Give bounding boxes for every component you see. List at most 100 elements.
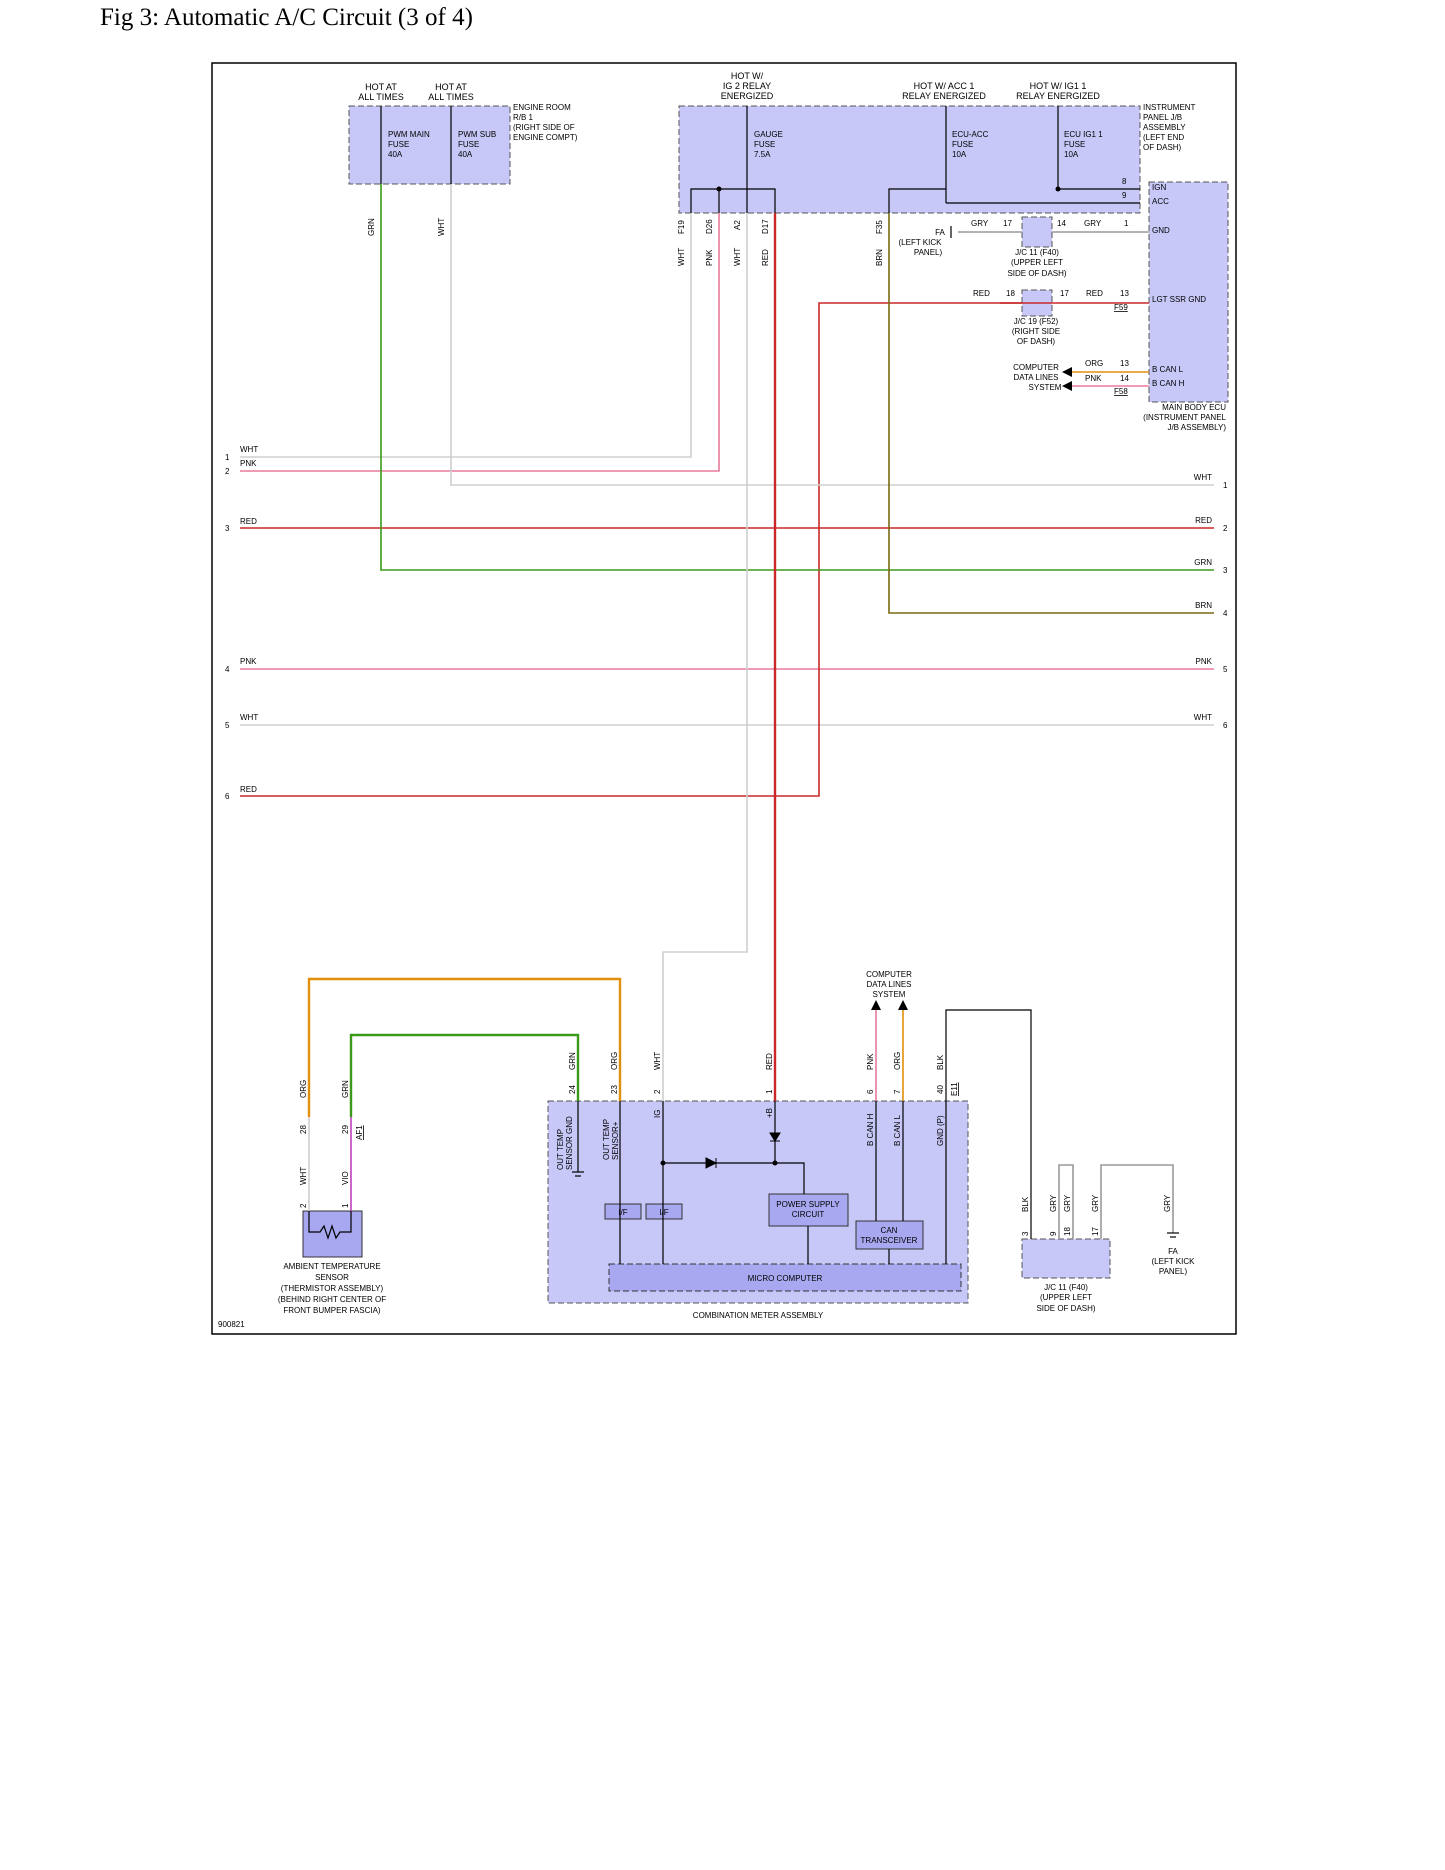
lref-6-color: RED — [240, 785, 257, 794]
ecu-can-pin-14: 14 — [1120, 374, 1129, 383]
bfa-l1: FA — [1168, 1247, 1178, 1256]
gnd-wire-gry-1: GRY — [971, 219, 989, 228]
fuse-pwm-sub-l1: PWM SUB — [458, 130, 496, 139]
fa-left-l2: (LEFT KICK — [899, 238, 943, 247]
bjc-l3: SIDE OF DASH) — [1036, 1304, 1095, 1313]
hot-all-times-2-l1: HOT AT — [435, 82, 467, 92]
can-l-arrow — [1062, 367, 1072, 377]
meter-wire-grn: GRN — [568, 1052, 577, 1070]
ipjb-l2: PANEL J/B — [1143, 113, 1182, 122]
left-ref-labels: 1 WHT 2 PNK 3 RED 4 PNK 5 WHT 6 RED — [225, 445, 258, 801]
jc19-l3: OF DASH) — [1017, 337, 1056, 346]
ecu-conn-f58: F58 — [1114, 387, 1128, 396]
meter-wire-org2: ORG — [893, 1052, 902, 1070]
lref-1-color: WHT — [240, 445, 258, 454]
rref-3-num: 3 — [1223, 566, 1228, 575]
wire-a2-wht — [662, 213, 748, 1101]
bottom-jc-labels: BLK GRY GRY GRY GRY 3 9 18 17 J/C 11 (F4… — [1021, 1194, 1195, 1313]
ecu-ign: IGN — [1152, 183, 1166, 192]
junction-dot — [716, 186, 722, 192]
right-ref-labels: 1 WHT 2 RED 3 GRN 4 BRN 5 PNK 6 WHT — [1194, 473, 1228, 730]
term-gnd-p: GND (P) — [936, 1115, 945, 1146]
ecu-name-l1: MAIN BODY ECU — [1162, 403, 1226, 412]
top-rotated-labels: F19 D26 A2 D17 F35 WHT PNK WHT RED BRN G… — [367, 218, 884, 266]
can-h-arrow — [1062, 381, 1072, 391]
jc11-pin-14: 14 — [1057, 219, 1066, 228]
meter-pin-1: 1 — [765, 1089, 774, 1094]
rref-2-color: RED — [1195, 516, 1212, 525]
fuse-gauge-l3: 7.5A — [754, 150, 771, 159]
lref-3-num: 3 — [225, 524, 230, 533]
ecu-pin-1: 1 — [1124, 219, 1129, 228]
lref-4-color: PNK — [240, 657, 257, 666]
can-wire-pnk: PNK — [1085, 374, 1102, 383]
sensor-l2: SENSOR — [315, 1273, 349, 1282]
bjc-pin-9: 9 — [1049, 1231, 1058, 1236]
sensor-l4: (BEHIND RIGHT CENTER OF — [278, 1295, 386, 1304]
sensor-wire-vio: VIO — [341, 1171, 350, 1185]
ecu-lgt-ssr-gnd: LGT SSR GND — [1152, 295, 1206, 304]
erb-l3: (RIGHT SIDE OF — [513, 123, 575, 132]
sensor-l1: AMBIENT TEMPERATURE — [283, 1262, 380, 1271]
lref-2-num: 2 — [225, 467, 230, 476]
meter-b-to-ps — [775, 1162, 805, 1194]
bfa-l2: (LEFT KICK — [1152, 1257, 1196, 1266]
jc11-l1: J/C 11 (F40) — [1015, 248, 1059, 257]
fuse-gauge-l1: GAUGE — [754, 130, 783, 139]
ipjb-l4: (LEFT END — [1143, 133, 1184, 142]
power-supply-l2: CIRCUIT — [792, 1210, 825, 1219]
ecu-acc-to-f35 — [888, 188, 946, 213]
gauge-bus — [690, 188, 776, 213]
sensor-wire-org: ORG — [299, 1080, 308, 1098]
fuse-ecu-ig1-l2: FUSE — [1064, 140, 1085, 149]
bfa-l3: PANEL) — [1159, 1267, 1188, 1276]
wire-jc-gry-1 — [1058, 1164, 1074, 1239]
sensor-l3: (THERMISTOR ASSEMBLY) — [281, 1284, 384, 1293]
bjc-wire-gry-3: GRY — [1091, 1194, 1100, 1212]
hot-ig1-l2: RELAY ENERGIZED — [1016, 91, 1100, 101]
meter-can-arrow-2 — [898, 1000, 908, 1010]
fa-left-l1: FA — [935, 228, 945, 237]
hot-ig2-l2: IG 2 RELAY — [723, 81, 771, 91]
conn-f19: F19 — [677, 220, 686, 234]
jc19-pin-18: 18 — [1006, 289, 1015, 298]
term-out-plus-l1: OUT TEMP — [602, 1119, 611, 1160]
cdl-bottom-l2: DATA LINES — [866, 980, 911, 989]
rref-3-color: GRN — [1194, 558, 1212, 567]
ambient-sensor-box — [302, 1210, 363, 1258]
lgt-wire-red-1: RED — [973, 289, 990, 298]
ecu-gnd: GND — [1152, 226, 1170, 235]
diode-symbol-b — [769, 1132, 781, 1142]
rref-5-color: PNK — [1196, 657, 1213, 666]
conn-d17: D17 — [761, 219, 770, 234]
wire-left-2-pnk — [240, 213, 720, 472]
rref-4-num: 4 — [1223, 609, 1228, 618]
cdl-top-l1: COMPUTER — [1013, 363, 1059, 372]
rref-2-num: 2 — [1223, 524, 1228, 533]
fuse-ecu-acc-l3: 10A — [952, 150, 967, 159]
left-wire-group — [240, 213, 1214, 797]
meter-can-arrow-1 — [871, 1000, 881, 1010]
rref-6-num: 6 — [1223, 721, 1228, 730]
diode-symbol — [705, 1157, 718, 1169]
erb-l1: ENGINE ROOM — [513, 103, 571, 112]
sensor-pin-29: 29 — [341, 1125, 350, 1134]
meter-wire-red: RED — [765, 1053, 774, 1070]
term-out-plus-l2: SENSOR+ — [611, 1121, 620, 1160]
term-out-gnd-l1: OUT TEMP — [556, 1129, 565, 1170]
can-wire-org: ORG — [1085, 359, 1103, 368]
rref-6-color: WHT — [1194, 713, 1212, 722]
wire-label-grn-top: GRN — [367, 218, 376, 236]
meter-pin-24: 24 — [568, 1085, 577, 1094]
meter-wire-blk: BLK — [936, 1054, 945, 1070]
lref-3-color: RED — [240, 517, 257, 526]
cdl-bottom-l3: SYSTEM — [873, 990, 906, 999]
term-out-gnd-l2: SENSOR GND — [565, 1116, 574, 1170]
ecu-acc: ACC — [1152, 197, 1169, 206]
main-body-ecu-box — [1148, 181, 1229, 403]
top-labels: HOT AT ALL TIMES HOT AT ALL TIMES HOT W/… — [358, 71, 1195, 159]
meter-pin-23: 23 — [610, 1085, 619, 1094]
lref-5-color: WHT — [240, 713, 258, 722]
can-trans-l2: TRANSCEIVER — [861, 1236, 918, 1245]
